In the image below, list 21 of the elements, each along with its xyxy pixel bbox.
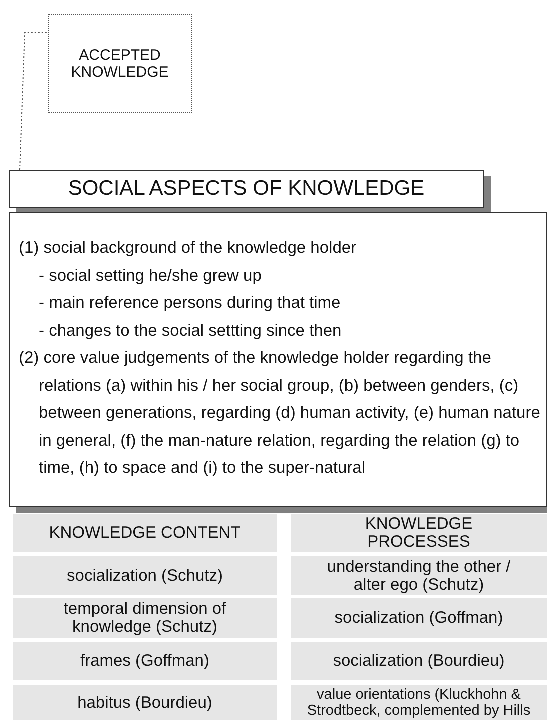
box-label: ACCEPTED KNOWLEDGE [70,46,170,80]
table-cell: frames (Goffman) [13,642,277,680]
table-cell: understanding the other / alter ego (Schutz) [291,556,547,595]
table-cell: socialization (Schutz) [13,556,277,595]
connector [20,32,48,170]
table-cell: socialization (Bourdieu) [291,642,547,680]
column-header: KNOWLEDGE CONTENT [13,514,277,552]
table-cell: socialization (Goffman) [291,598,547,638]
text-panel [9,212,547,507]
title-box [9,170,484,208]
text-line: - changes to the social settting since then [38,320,343,342]
text-line: - main reference persons during that time [38,293,342,314]
table-cell: value orientations (Kluckhohn & Strodtbeck, complemented by Hills [291,685,547,720]
text-line: (2) core value judgements of the knowledge holder regarding the relations (a) within his / her social group, (b) between genders, (c) between generations, regarding (d) human activity, (e) human nature in general, (f) the man-nature relation, regarding the relation (g) to time, (h) to space and (i) to the super-natural [19,348,542,479]
table-cell: habitus (Bourdieu) [13,685,277,720]
concept-box [48,14,192,113]
table-cell: temporal dimension of knowledge (Schutz) [13,598,277,638]
text-line: (1) social background of the knowledge holder [19,238,358,259]
text-line: - social setting he/she grew up [38,266,263,286]
title-text: SOCIAL ASPECTS OF KNOWLEDGE [68,177,425,201]
column-header: KNOWLEDGE PROCESSES [291,514,547,552]
